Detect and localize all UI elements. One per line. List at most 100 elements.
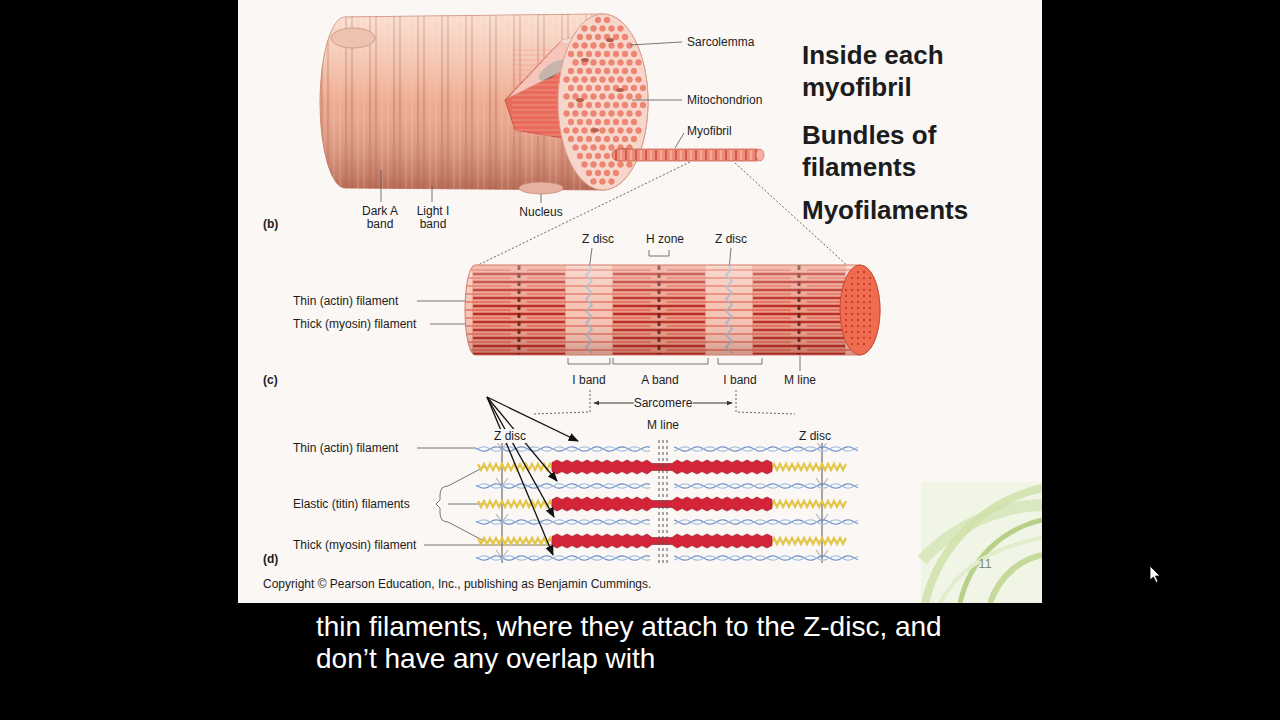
muscle-fiber [603, 135, 611, 143]
mouse-cursor [1150, 566, 1160, 583]
muscle-fiber [585, 118, 593, 126]
muscle-fiber [612, 101, 620, 109]
muscle-fiber [567, 118, 575, 126]
sarcomere [674, 520, 858, 524]
muscle-fiber [608, 110, 616, 118]
myofibril [851, 343, 853, 345]
part-label: H zone [646, 232, 684, 246]
muscle-fiber [621, 118, 629, 126]
myofibril [869, 325, 871, 327]
muscle-fiber [635, 93, 643, 101]
muscle-fiber [630, 67, 638, 75]
muscle-fiber [603, 50, 611, 58]
myofibril [869, 283, 871, 285]
muscle-fiber [608, 42, 616, 50]
muscle-fiber [594, 101, 602, 109]
myofibril [845, 295, 847, 297]
muscle-fiber [590, 59, 598, 67]
muscle-fiber [572, 76, 580, 84]
sarcomere [476, 556, 650, 560]
decor-swirl [990, 555, 1042, 603]
muscle-fiber [567, 67, 575, 75]
myofibril [863, 319, 865, 321]
muscle-fiber [608, 178, 616, 186]
muscle-fiber [585, 33, 593, 41]
muscle-fiber [599, 144, 607, 152]
muscle-fiber [599, 127, 607, 135]
sarcomere [663, 440, 664, 566]
muscle-fiber [626, 93, 634, 101]
myofibril [845, 331, 847, 333]
muscle-fiber [625, 150, 627, 160]
sarcomere [768, 501, 846, 507]
part-label: Thin (actin) filament [293, 294, 398, 308]
myofibril [857, 325, 859, 327]
muscle-fiber [591, 128, 599, 132]
leader-line [632, 100, 682, 101]
myofibril [863, 271, 865, 273]
myofibril [851, 337, 853, 339]
leader-line [448, 467, 484, 486]
sarcomere [674, 556, 858, 560]
part-label: Z disc [494, 429, 526, 443]
muscle-fiber [576, 98, 584, 102]
myofibril [851, 301, 853, 303]
myofibril [869, 277, 871, 279]
muscle-fiber [581, 59, 589, 67]
muscle-fiber [710, 150, 712, 160]
myofibril [845, 301, 847, 303]
muscle-fiber [581, 144, 589, 152]
muscle-fiber [720, 150, 722, 160]
muscle-fiber [594, 84, 602, 92]
copyright-note: Copyright © Pearson Education, Inc., pub… [263, 577, 651, 591]
muscle-fiber [320, 14, 648, 190]
muscle-fiber [608, 161, 616, 169]
muscle-fiber [581, 110, 589, 118]
muscle-fiber [581, 161, 589, 169]
muscle-fiber [576, 50, 584, 58]
subtitle-caption: thin filaments, where they attach to the… [316, 611, 981, 675]
myofibril [863, 307, 865, 309]
decor-swirl [921, 482, 1042, 603]
myofibril [863, 301, 865, 303]
part-label: Z disc [799, 429, 831, 443]
muscle-fiber [612, 50, 620, 58]
myofibril [857, 337, 859, 339]
muscle-fiber [519, 182, 563, 194]
muscle-fiber [630, 84, 638, 92]
panel-letter: (c) [263, 373, 278, 387]
muscle-fiber [576, 67, 584, 75]
muscle-fiber [650, 150, 652, 160]
muscle-fiber [585, 169, 593, 177]
mouse-cursor [1150, 566, 1160, 583]
muscle-fiber [612, 118, 620, 126]
dimension-label: Sarcomere [634, 396, 693, 410]
muscle-fiber [558, 14, 648, 190]
muscle-fiber [640, 150, 642, 160]
muscle-fiber [617, 25, 625, 33]
muscle-fiber [572, 110, 580, 118]
sarcomere [478, 501, 556, 507]
muscle-fiber [635, 110, 643, 118]
muscle-fiber [599, 25, 607, 33]
sarcomere [552, 460, 772, 474]
muscle-fiber [563, 93, 571, 101]
muscle-fiber [617, 93, 625, 101]
muscle-fiber [635, 127, 643, 135]
muscle-fiber [581, 58, 589, 62]
myofibril [851, 295, 853, 297]
myofibril [863, 343, 865, 345]
muscle-fiber [594, 16, 602, 24]
muscle-fiber [599, 93, 607, 101]
leader-line [630, 42, 682, 45]
myofibril [869, 289, 871, 291]
leader-line [718, 358, 762, 364]
sarcomere [768, 464, 846, 470]
muscle-fiber [599, 59, 607, 67]
sarcomere [476, 440, 858, 566]
myofibril [851, 289, 853, 291]
sarcomere [476, 484, 650, 488]
muscle-fiber [608, 25, 616, 33]
sarcomere [674, 447, 858, 451]
part-label: Sarcolemma [687, 35, 754, 49]
